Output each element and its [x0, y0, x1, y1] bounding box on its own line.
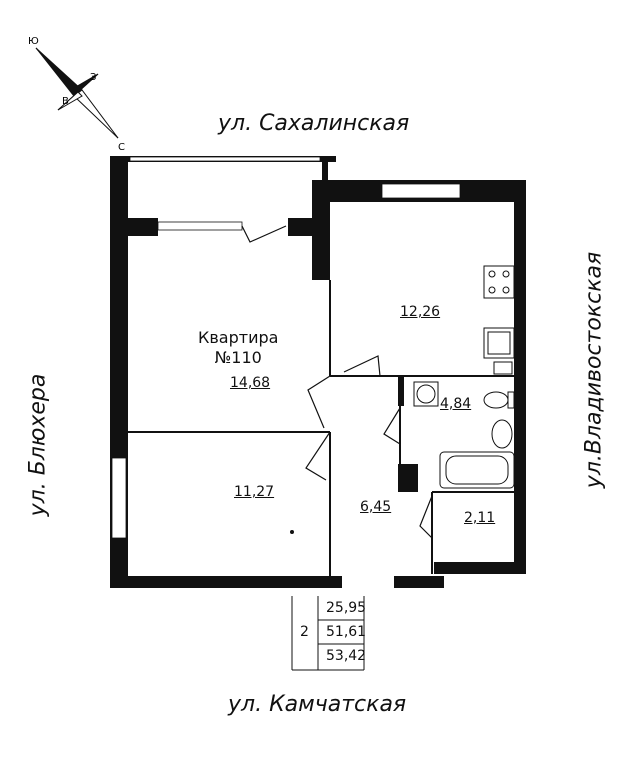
apartment-number: №110 — [214, 348, 262, 367]
compass-s: С — [118, 142, 125, 153]
street-right-label: ул.Владивостокская — [581, 251, 607, 489]
inner-wall-blocks — [398, 376, 418, 492]
riser-marker — [290, 530, 294, 534]
room1-area: 14,68 — [230, 375, 271, 391]
apartment-title-block: Квартира №110 — [198, 328, 278, 368]
street-top-label: ул. Сахалинская — [218, 111, 410, 136]
street-bottom-label: ул. Камчатская — [228, 692, 407, 717]
street-left-label: ул. Блюхера — [25, 373, 51, 517]
windows — [111, 156, 461, 588]
compass-n: Ю — [28, 36, 39, 47]
living-area: 25,95 — [326, 600, 367, 616]
total-area: 51,61 — [326, 624, 367, 640]
wc-area: 2,11 — [464, 510, 496, 526]
total-with-balcony: 53,42 — [326, 648, 367, 664]
summary-table-lines — [291, 596, 365, 671]
kitchen-area: 12,26 — [400, 304, 441, 320]
rooms-count: 2 — [300, 624, 309, 640]
doors — [241, 225, 433, 539]
compass-w: В — [62, 96, 69, 107]
interior-walls — [128, 280, 520, 576]
bathroom-fixtures — [413, 381, 515, 489]
apartment-title: Квартира — [198, 328, 279, 347]
hall-area: 6,45 — [360, 499, 392, 515]
bathroom-area: 4,84 — [440, 396, 472, 412]
room2-area: 11,27 — [234, 484, 275, 500]
compass-rose — [35, 47, 119, 139]
compass-e: З — [90, 72, 96, 83]
kitchen-fixtures — [483, 265, 515, 375]
